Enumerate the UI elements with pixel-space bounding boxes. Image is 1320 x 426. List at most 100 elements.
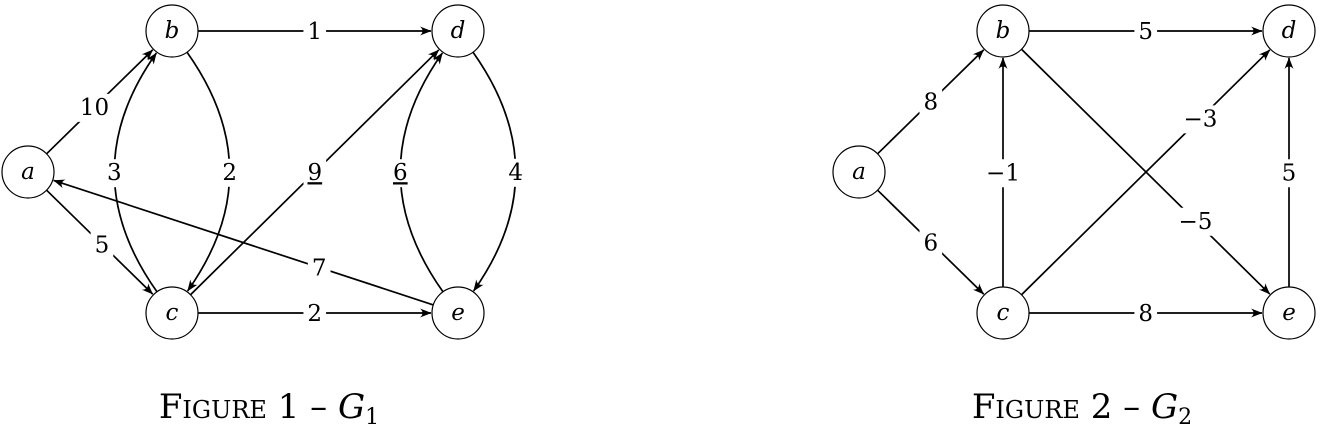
- node-c-circle: [145, 286, 199, 340]
- figure-1-nodes: a b c d e: [1, 4, 485, 340]
- figure-1-caption-word: Figure: [159, 387, 267, 426]
- edge-a-b-label-bg: [919, 88, 943, 117]
- figure-1-caption-dash: –: [310, 387, 327, 426]
- edge-c-b-label-bg: [103, 159, 126, 188]
- node-e: e: [431, 286, 485, 340]
- edge-b-d-weight: 5: [1138, 19, 1153, 45]
- edge-c-e-label-bg: [1134, 300, 1158, 328]
- node-d-label: d: [1282, 18, 1297, 44]
- edge-e-d-weight: 5: [1282, 160, 1297, 186]
- edge-a-b: 10: [45, 49, 154, 155]
- node-a-circle: [832, 145, 886, 199]
- edge-b-d: 1: [198, 18, 432, 46]
- figure-2-caption: Figure 2 – G2: [972, 387, 1192, 426]
- edge-c-b-weight: 3: [107, 160, 122, 186]
- figure-2-nodes: a b c d e: [832, 4, 1316, 340]
- node-d-circle: [1262, 4, 1316, 58]
- edge-e-a-weight: 7: [312, 255, 327, 281]
- figure-2-caption-number: 2: [1091, 387, 1113, 426]
- edge-c-e-weight: 2: [307, 301, 322, 327]
- edge-e-d: 6: [389, 52, 444, 293]
- node-d: d: [1262, 4, 1316, 58]
- node-a-label: a: [852, 159, 866, 185]
- edge-e-a-line: [53, 179, 434, 306]
- edge-a-b-weight: 8: [924, 90, 939, 116]
- edge-b-c-label-bg: [218, 158, 241, 187]
- node-b-circle: [976, 4, 1030, 58]
- node-a: a: [1, 145, 55, 199]
- node-d-circle: [431, 4, 485, 58]
- edge-c-d-label-bg: [1179, 105, 1222, 134]
- node-c-label: c: [166, 300, 179, 326]
- edge-d-e: 4: [472, 51, 527, 292]
- edge-e-a-label-bg: [307, 254, 331, 283]
- node-e-label: e: [451, 300, 465, 326]
- edge-b-d-label-bg: [1134, 18, 1158, 46]
- edge-a-c-label-bg: [90, 231, 114, 260]
- figure-1-caption-graph: G: [338, 387, 365, 426]
- edge-a-c-weight: 6: [924, 230, 939, 256]
- edge-e-d: 5: [1277, 57, 1301, 287]
- edge-a-c: 6: [876, 189, 985, 295]
- edge-e-d-label-bg: [1277, 159, 1301, 188]
- figure-1-caption-number: 1: [278, 387, 300, 426]
- node-e: e: [1262, 286, 1316, 340]
- edge-b-c: 2: [186, 51, 241, 292]
- edge-c-b: −1: [982, 57, 1024, 287]
- edge-c-b-label-bg: [982, 159, 1024, 188]
- node-e-circle: [1262, 286, 1316, 340]
- figure-2: 8 6 5 −5 −1 −3 8 5 a b c d e Figure 2 – G2: [832, 4, 1316, 426]
- figure-2-caption-word: Figure: [972, 387, 1080, 426]
- edge-a-b-weight: 10: [80, 95, 109, 121]
- edge-c-e: 8: [1029, 300, 1263, 328]
- node-c: c: [145, 286, 199, 340]
- edge-c-b-weight: −1: [986, 160, 1020, 186]
- figure-2-caption-dash: –: [1123, 387, 1140, 426]
- node-a-label: a: [21, 159, 35, 185]
- edge-c-d: 9: [189, 49, 440, 296]
- edge-b-d-label-bg: [303, 18, 327, 46]
- edge-c-b: 3: [103, 52, 158, 293]
- edge-c-d-weight: −3: [1183, 106, 1217, 132]
- figure-2-edges: 8 6 5 −5 −1 −3 8 5: [876, 18, 1301, 328]
- figure-2-caption-subscript: 2: [1178, 405, 1192, 426]
- node-b: b: [976, 4, 1030, 58]
- node-a-circle: [1, 145, 55, 199]
- figure-1-caption: Figure 1 – G1: [159, 387, 379, 426]
- edge-c-d: −3: [1020, 49, 1271, 296]
- node-d-label: d: [451, 18, 466, 44]
- node-c: c: [976, 286, 1030, 340]
- edge-c-d-label-bg: [303, 159, 327, 188]
- node-c-label: c: [997, 300, 1010, 326]
- node-d: d: [431, 4, 485, 58]
- node-e-circle: [431, 286, 485, 340]
- edge-d-e-weight: 4: [508, 160, 523, 186]
- node-e-label: e: [1282, 300, 1296, 326]
- edge-e-a: 7: [53, 179, 434, 306]
- edge-e-d-weight: 6: [393, 160, 408, 186]
- edge-a-b: 8: [876, 49, 985, 155]
- edge-a-b-label-bg: [75, 93, 114, 122]
- node-b-circle: [145, 4, 199, 58]
- edge-b-d-weight: 1: [307, 19, 322, 45]
- figure-1-caption-subscript: 1: [365, 405, 379, 426]
- edge-c-d-line: [1020, 49, 1271, 296]
- edge-b-e-label-bg: [1174, 207, 1217, 236]
- edge-b-d: 5: [1029, 18, 1263, 46]
- edge-b-c-weight: 2: [222, 160, 237, 186]
- node-b: b: [145, 4, 199, 58]
- edge-c-e-label-bg: [303, 300, 327, 328]
- node-b-label: b: [165, 18, 180, 44]
- edge-a-c-weight: 5: [95, 232, 110, 258]
- edge-a-c: 5: [45, 189, 154, 295]
- figure-2-caption-graph: G: [1151, 387, 1178, 426]
- node-c-circle: [976, 286, 1030, 340]
- edge-b-e-weight: −5: [1178, 209, 1212, 235]
- edge-e-d-label-bg: [389, 159, 412, 188]
- edge-c-e-weight: 8: [1138, 301, 1153, 327]
- edge-c-e: 2: [198, 300, 432, 328]
- edge-d-e-label-bg: [504, 158, 527, 187]
